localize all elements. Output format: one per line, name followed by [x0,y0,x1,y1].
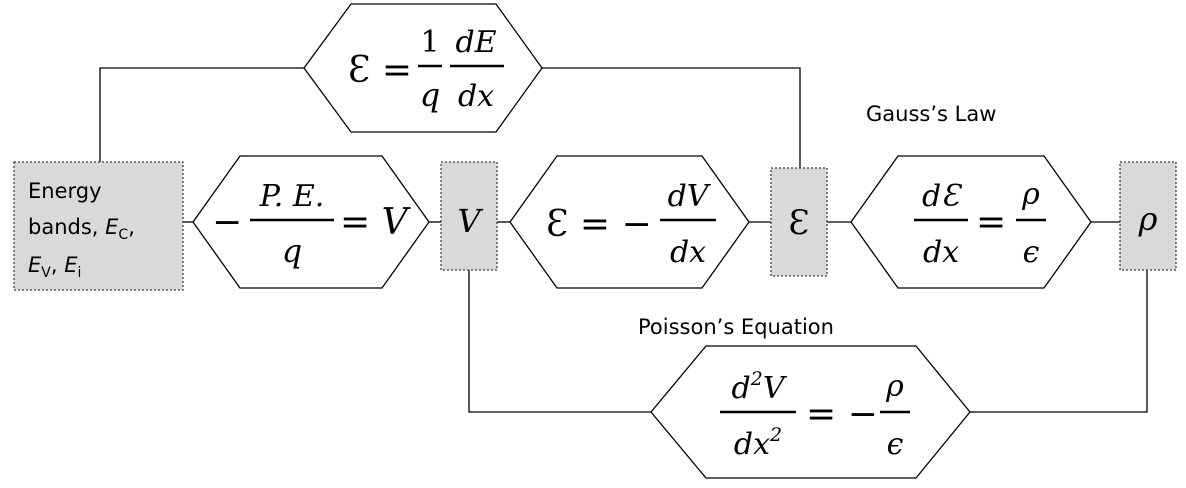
eq2-rhs: = V [340,202,412,243]
eq1-den2: dx [458,79,494,114]
eq5-num2: ρ [885,369,904,404]
hexagon-poisson [650,345,971,479]
eq2-numerator: P. E. [259,179,325,214]
field-symbol: Ɛ [788,203,809,243]
voltage-symbol: V [457,202,483,240]
eq4-num2: ρ [1021,177,1040,212]
eq4-den1: dx [923,235,959,270]
poisson-equation-label: Poisson’s Equation [638,315,834,339]
equation-field-from-energy: Ɛ = 1 q dE dx [348,25,504,114]
energy-bands-text: Energy bands, EC, EV, Ei [28,179,135,281]
eq4-den2: ϵ [1023,235,1040,270]
energy-bands-line3: EV, Ei [28,253,81,281]
eq3-lhs: Ɛ = − [546,204,652,245]
eq2-minus: − [212,202,242,243]
gauss-law-label: Gauss’s Law [866,102,996,126]
wire-top-equation-to-field [542,67,801,168]
wire-v-to-poisson [468,270,651,413]
eq3-numerator: dV [668,179,712,214]
energy-bands-box [13,161,184,291]
equation-poisson: d2V dx2 = − ρ ϵ [720,368,910,462]
hexagon-gauss-law [850,155,1092,289]
eq1-num1: 1 [420,25,439,60]
eq5-equals: = − [806,394,878,435]
eq1-den1: q [420,76,440,114]
equation-potential-energy: − P. E. q = V [212,179,412,270]
hexagon-field-from-energy [303,3,543,133]
eq4-equals: = [976,202,1006,243]
equation-gauss-law: dƐ dx = ρ ϵ [914,177,1046,270]
eq2-denominator: q [282,232,302,270]
field-box [770,167,828,277]
hexagon-potential-energy [192,155,430,289]
eq5-num1: d2V [732,368,788,406]
wire-energy-to-top-equation [99,67,304,162]
eq1-num2: dE [455,25,496,60]
voltage-box [440,161,498,271]
eq4-num1: dƐ [922,179,962,214]
charge-symbol: ρ [1138,200,1158,238]
eq5-den2: ϵ [887,427,904,462]
eq5-den1: dx2 [734,424,782,462]
hexagon-field-from-voltage [509,155,750,289]
charge-box [1119,161,1177,271]
equation-field-from-voltage: Ɛ = − dV dx [546,179,716,270]
energy-bands-line2: bands, EC, [28,215,135,243]
connector-lines [99,67,1148,413]
energy-bands-line1: Energy [28,179,102,203]
eq1-lhs: Ɛ = [348,50,412,91]
wire-poisson-to-charge [970,270,1148,413]
eq3-denominator: dx [670,235,706,270]
